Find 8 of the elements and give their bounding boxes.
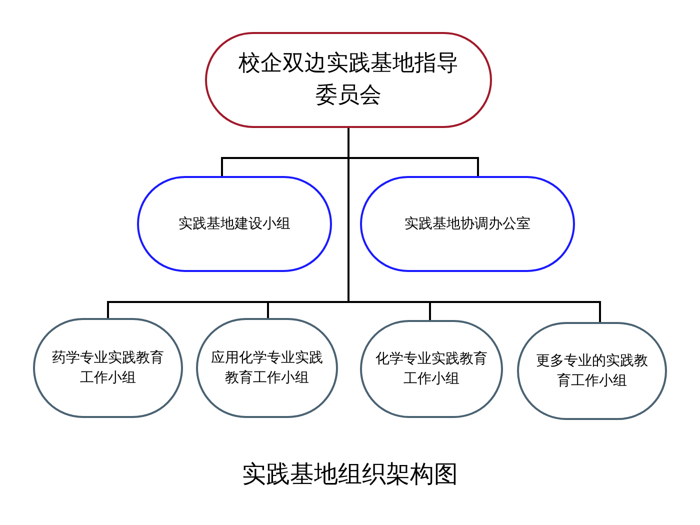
node-label: 应用化学专业实践教育工作小组 [210, 348, 324, 388]
node-label: 更多专业的实践教育工作小组 [535, 352, 649, 391]
node-label: 实践基地协调办公室 [404, 214, 532, 234]
node-label: 实践基地建设小组 [178, 214, 292, 234]
node-label: 药学专业实践教育工作小组 [51, 348, 165, 388]
node-label: 化学专业实践教育工作小组 [374, 350, 488, 389]
node-label: 校企双边实践基地指导委员会 [238, 50, 460, 110]
caption: 实践基地组织架构图 [242, 460, 458, 488]
